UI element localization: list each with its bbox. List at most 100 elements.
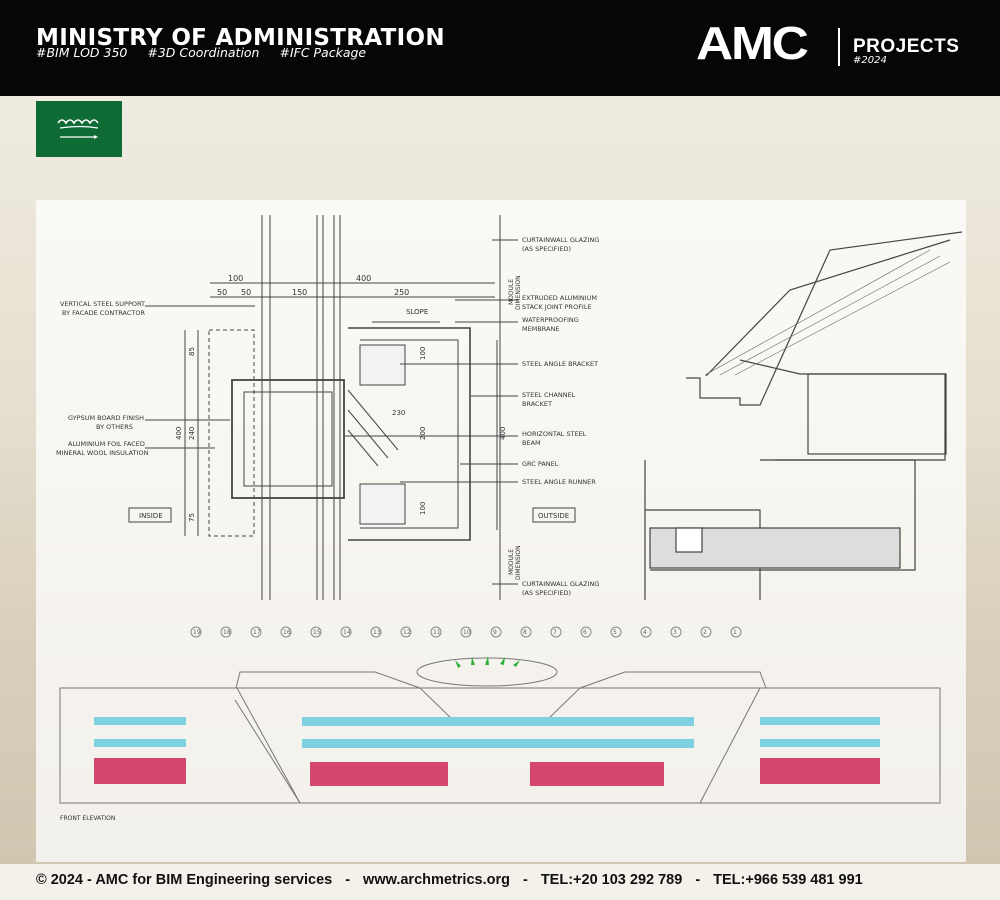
label-mineral-wool: MINERAL WOOL INSULATION	[56, 449, 149, 457]
panel-band-center-right	[530, 762, 664, 786]
grid-bubble	[280, 626, 292, 638]
grid-label: 18	[223, 629, 231, 636]
grid-label: 15	[313, 629, 321, 636]
dim-100-top: 100	[419, 347, 427, 360]
footer-text: © 2024 - AMC for BIM Engineering service…	[36, 872, 863, 888]
dim-75: 75	[188, 513, 196, 522]
grid-bubble	[730, 626, 742, 638]
module-bottom-1: MODULE	[508, 549, 515, 575]
label-facade-contractor: BY FACADE CONTRACTOR	[62, 309, 145, 317]
grid-label: 4	[643, 629, 647, 636]
grid-label: 19	[193, 629, 201, 636]
module-top-1: MODULE	[508, 279, 515, 305]
label-horizontal-steel: HORIZONTAL STEEL	[522, 430, 587, 438]
panel-band-right	[760, 758, 880, 784]
label-steel-channel: STEEL CHANNEL	[522, 391, 576, 399]
dim-400: 400	[356, 274, 371, 283]
grid-bubble	[310, 626, 322, 638]
grid-bubble	[400, 626, 412, 638]
grid-bubble	[670, 626, 682, 638]
grid-bubble	[610, 626, 622, 638]
label-as-specified-top: (AS SPECIFIED)	[522, 245, 571, 253]
grid-label: 3	[673, 629, 677, 636]
label-steel-angle-bracket: STEEL ANGLE BRACKET	[522, 360, 598, 368]
label-extruded-alu: EXTRUDED ALUMINIUM	[522, 294, 597, 302]
panel-band-left	[94, 758, 186, 784]
grid-label: 12	[403, 629, 411, 636]
dim-240: 240	[188, 427, 196, 440]
grid-bubble	[550, 626, 562, 638]
glass-band-left-top	[94, 717, 186, 725]
grid-label: 8	[523, 629, 527, 636]
glass-band-right-mid	[760, 739, 880, 747]
grid-bubble	[190, 626, 202, 638]
saudi-flag-icon	[36, 101, 122, 157]
footer-copyright: © 2024 - AMC for BIM Engineering service…	[36, 872, 333, 888]
tag-ifc: #IFC Package	[279, 45, 367, 60]
grid-label: 2	[703, 629, 707, 636]
footer-website[interactable]: www.archmetrics.org	[363, 872, 510, 888]
grid-bubble	[700, 626, 712, 638]
dim-150: 150	[292, 288, 307, 297]
outside-label: OUTSIDE	[538, 512, 569, 520]
projects-label: PROJECTS	[853, 36, 960, 57]
grid-label: 6	[583, 629, 587, 636]
label-alu-foil: ALUMINIUM FOIL FACED	[68, 440, 145, 448]
label-steel-angle-runner: STEEL ANGLE RUNNER	[522, 478, 596, 486]
grid-label: 10	[463, 629, 471, 636]
logo-divider	[838, 28, 840, 66]
front-elevation-label: FRONT ELEVATION	[60, 815, 115, 822]
grid-label: 11	[433, 629, 441, 636]
project-title: MINISTRY OF ADMINISTRATION	[36, 25, 445, 51]
label-by-others: BY OTHERS	[96, 423, 133, 431]
label-bracket: BRACKET	[522, 400, 552, 408]
label-as-specified-bottom: (AS SPECIFIED)	[522, 589, 571, 597]
dim-400-left: 400	[175, 427, 183, 440]
label-beam: BEAM	[522, 439, 541, 447]
grid-bubble	[640, 626, 652, 638]
dim-200: 200	[419, 427, 427, 440]
glass-band-center-top	[302, 717, 694, 726]
grid-bubble	[220, 626, 232, 638]
year-label: #2024	[853, 55, 887, 66]
dim-100-bottom: 100	[419, 502, 427, 515]
grid-labels: 19 18 17 16 15 14 13 12 11 10 9 8 7 6 5 4 3 2 1	[190, 626, 742, 638]
glass-band-right-top	[760, 717, 880, 725]
label-vertical-steel: VERTICAL STEEL SUPPORT	[60, 300, 145, 308]
grid-label: 7	[553, 629, 557, 636]
label-stack-joint: STACK JOINT PROFILE	[522, 303, 592, 311]
grid-bubble	[370, 626, 382, 638]
module-bottom-2: DIMENSION	[515, 545, 522, 580]
grid-label: 9	[493, 629, 497, 636]
dim-400-right: 400	[499, 427, 507, 440]
label-membrane: MEMBRANE	[522, 325, 559, 333]
footer-bar	[0, 864, 1000, 900]
grid-label: 5	[613, 629, 617, 636]
dim-50b: 50	[241, 288, 251, 297]
grid-bubble	[460, 626, 472, 638]
label-curtainwall-top: CURTAINWALL GLAZING	[522, 236, 599, 244]
grid-label: 17	[253, 629, 261, 636]
dim-230: 230	[392, 409, 405, 417]
header-bar: MINISTRY OF ADMINISTRATION #BIM LOD 350 …	[0, 0, 1000, 96]
label-waterproofing: WATERPROOFING	[522, 316, 579, 324]
grid-label: 1	[733, 629, 737, 636]
panel-band-center-left	[310, 762, 448, 786]
grid-label: 14	[343, 629, 351, 636]
label-grc-panel: GRC PANEL	[522, 460, 559, 468]
glass-band-left-mid	[94, 739, 186, 747]
dome-lights	[455, 656, 520, 668]
label-curtainwall-bottom: CURTAINWALL GLAZING	[522, 580, 599, 588]
dim-50a: 50	[217, 288, 227, 297]
dim-100: 100	[228, 274, 243, 283]
grid-bubble	[340, 626, 352, 638]
grid-label: 13	[373, 629, 381, 636]
grid-bubble	[490, 626, 502, 638]
glass-band-center-mid	[302, 739, 694, 748]
grid-label: 16	[283, 629, 291, 636]
grid-bubble	[430, 626, 442, 638]
footer-tel-egypt: TEL:+20 103 292 789	[540, 872, 683, 888]
grid-bubble	[250, 626, 262, 638]
inside-label: INSIDE	[139, 512, 163, 520]
